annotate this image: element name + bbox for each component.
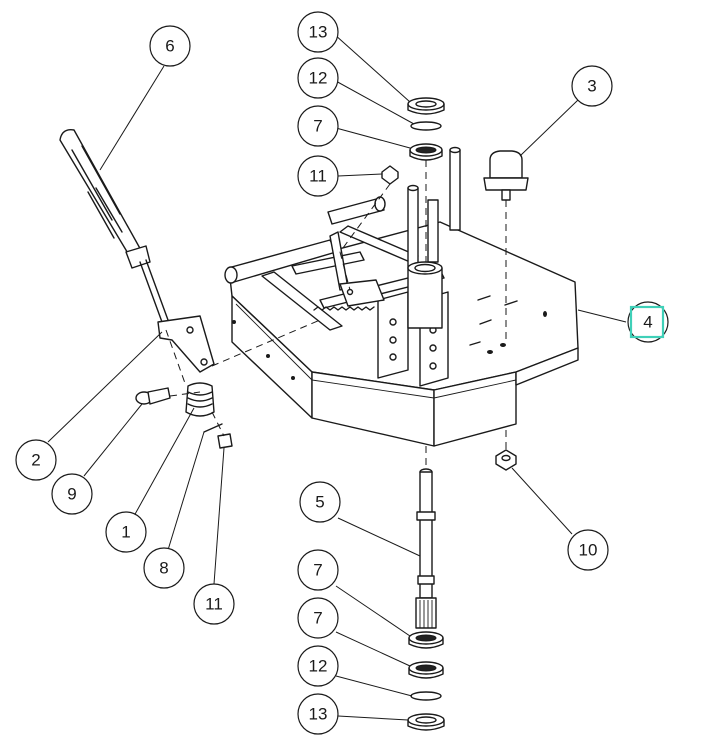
leader-lines — [47, 33, 627, 721]
callout-label: 10 — [579, 541, 598, 560]
spring-part-1 — [185, 382, 215, 417]
shaft-part-5 — [415, 468, 437, 629]
callout-5: 5 — [299, 481, 341, 523]
lever-part-6 — [59, 129, 215, 373]
callout-7-top: 7 — [297, 105, 339, 147]
callout-label: 11 — [205, 595, 223, 614]
callout-label: 1 — [121, 523, 130, 542]
callout-11-bottom: 11 — [193, 583, 235, 625]
callout-8: 8 — [143, 547, 185, 589]
pin-part-9 — [135, 387, 171, 405]
callout-label: 7 — [313, 117, 322, 136]
callout-label: 11 — [309, 167, 327, 186]
top-bearing-stack — [381, 97, 445, 185]
callout-3: 3 — [571, 65, 613, 107]
callout-label: 9 — [67, 485, 76, 504]
callout-label: 7 — [313, 561, 322, 580]
callout-13-top: 13 — [297, 11, 339, 53]
callout-9: 9 — [51, 473, 93, 515]
callout-11-top: 11 — [297, 155, 339, 197]
callout-6: 6 — [149, 25, 191, 67]
callout-label: 6 — [165, 37, 174, 56]
callout-label: 4 — [643, 313, 652, 332]
selection-highlight-box — [629, 305, 665, 339]
callout-label: 13 — [309, 705, 328, 724]
callout-2: 2 — [15, 439, 57, 481]
callout-label: 7 — [313, 609, 322, 628]
callout-label: 3 — [587, 77, 596, 96]
knob-part-3 — [483, 150, 529, 201]
nut-part-11b — [217, 433, 233, 449]
callout-12-bottom: 12 — [297, 645, 339, 687]
callout-label: 12 — [309, 69, 328, 88]
washer-part-8 — [203, 423, 223, 433]
callout-4[interactable]: 4 — [627, 301, 669, 343]
callout-7-bottom-a: 7 — [297, 549, 339, 591]
assembly-centerlines — [165, 160, 507, 470]
callout-12-top: 12 — [297, 57, 339, 99]
callout-1: 1 — [105, 511, 147, 553]
frame-tubes — [224, 146, 461, 387]
callout-13-bottom: 13 — [297, 693, 339, 735]
callout-label: 13 — [309, 23, 328, 42]
callout-label: 12 — [309, 657, 328, 676]
callout-label: 8 — [159, 559, 168, 578]
callout-label: 5 — [315, 493, 324, 512]
callout-label: 2 — [31, 451, 40, 470]
callout-7-bottom-b: 7 — [297, 597, 339, 639]
bottom-bearing-stack — [407, 631, 445, 731]
nut-part-10 — [495, 449, 517, 471]
callout-10: 10 — [567, 529, 609, 571]
